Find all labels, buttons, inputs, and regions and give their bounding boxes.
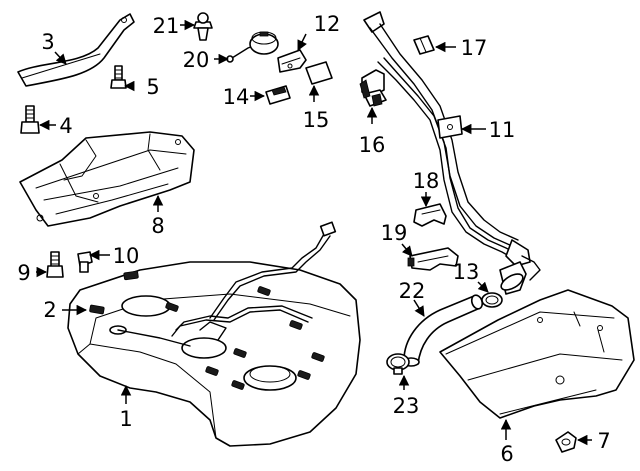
callout-21: 21 (153, 14, 180, 38)
callout-5: 5 (146, 75, 159, 99)
callout-18: 18 (413, 169, 440, 193)
bolt-part-5 (110, 65, 127, 89)
bracket-part-18 (413, 203, 447, 227)
strap-part-3 (17, 13, 135, 87)
callout-20: 20 (183, 48, 210, 72)
clamp-part-23 (386, 353, 410, 375)
clip-part-10 (77, 251, 93, 273)
fuel-tank-part-1 (67, 221, 361, 447)
push-pin-part-21 (193, 12, 213, 41)
callout-12: 12 (314, 12, 341, 36)
bracket-part-14 (265, 85, 291, 105)
callout-13: 13 (453, 260, 480, 284)
clip-part-7 (555, 431, 577, 453)
callout-4: 4 (59, 114, 72, 138)
clip-part-17 (413, 35, 435, 55)
callout-1: 1 (119, 407, 132, 431)
callout-3: 3 (41, 30, 54, 54)
vent-valve-part-16 (359, 69, 387, 107)
callout-23: 23 (393, 394, 420, 418)
callout-11: 11 (489, 118, 516, 142)
callout-2: 2 (43, 298, 56, 322)
callout-14: 14 (223, 85, 250, 109)
fuel-cap-part-20 (226, 31, 279, 63)
callout-16: 16 (359, 133, 386, 157)
bolt-part-9 (46, 251, 64, 278)
callout-9: 9 (17, 261, 30, 285)
callout-8: 8 (151, 214, 164, 238)
callout-17: 17 (461, 36, 488, 60)
clamp-part-13 (481, 292, 503, 308)
bolt-part-4 (20, 105, 40, 134)
callout-labels: 1 2 3 4 5 6 7 8 9 10 11 12 13 14 15 16 1… (17, 12, 610, 466)
filler-neck-part-11 (363, 11, 541, 295)
callout-15: 15 (303, 108, 330, 132)
cover-plate-part-8 (19, 131, 195, 227)
heat-shield-part-6 (439, 289, 635, 419)
callout-10: 10 (113, 244, 140, 268)
leader-lines (36, 19, 592, 446)
bracket-part-19 (407, 247, 459, 271)
bracket-part-12 (277, 49, 307, 73)
callout-6: 6 (500, 442, 513, 466)
pad-part-15 (305, 61, 333, 85)
callout-22: 22 (399, 279, 426, 303)
callout-19: 19 (381, 221, 408, 245)
callout-7: 7 (597, 429, 610, 453)
